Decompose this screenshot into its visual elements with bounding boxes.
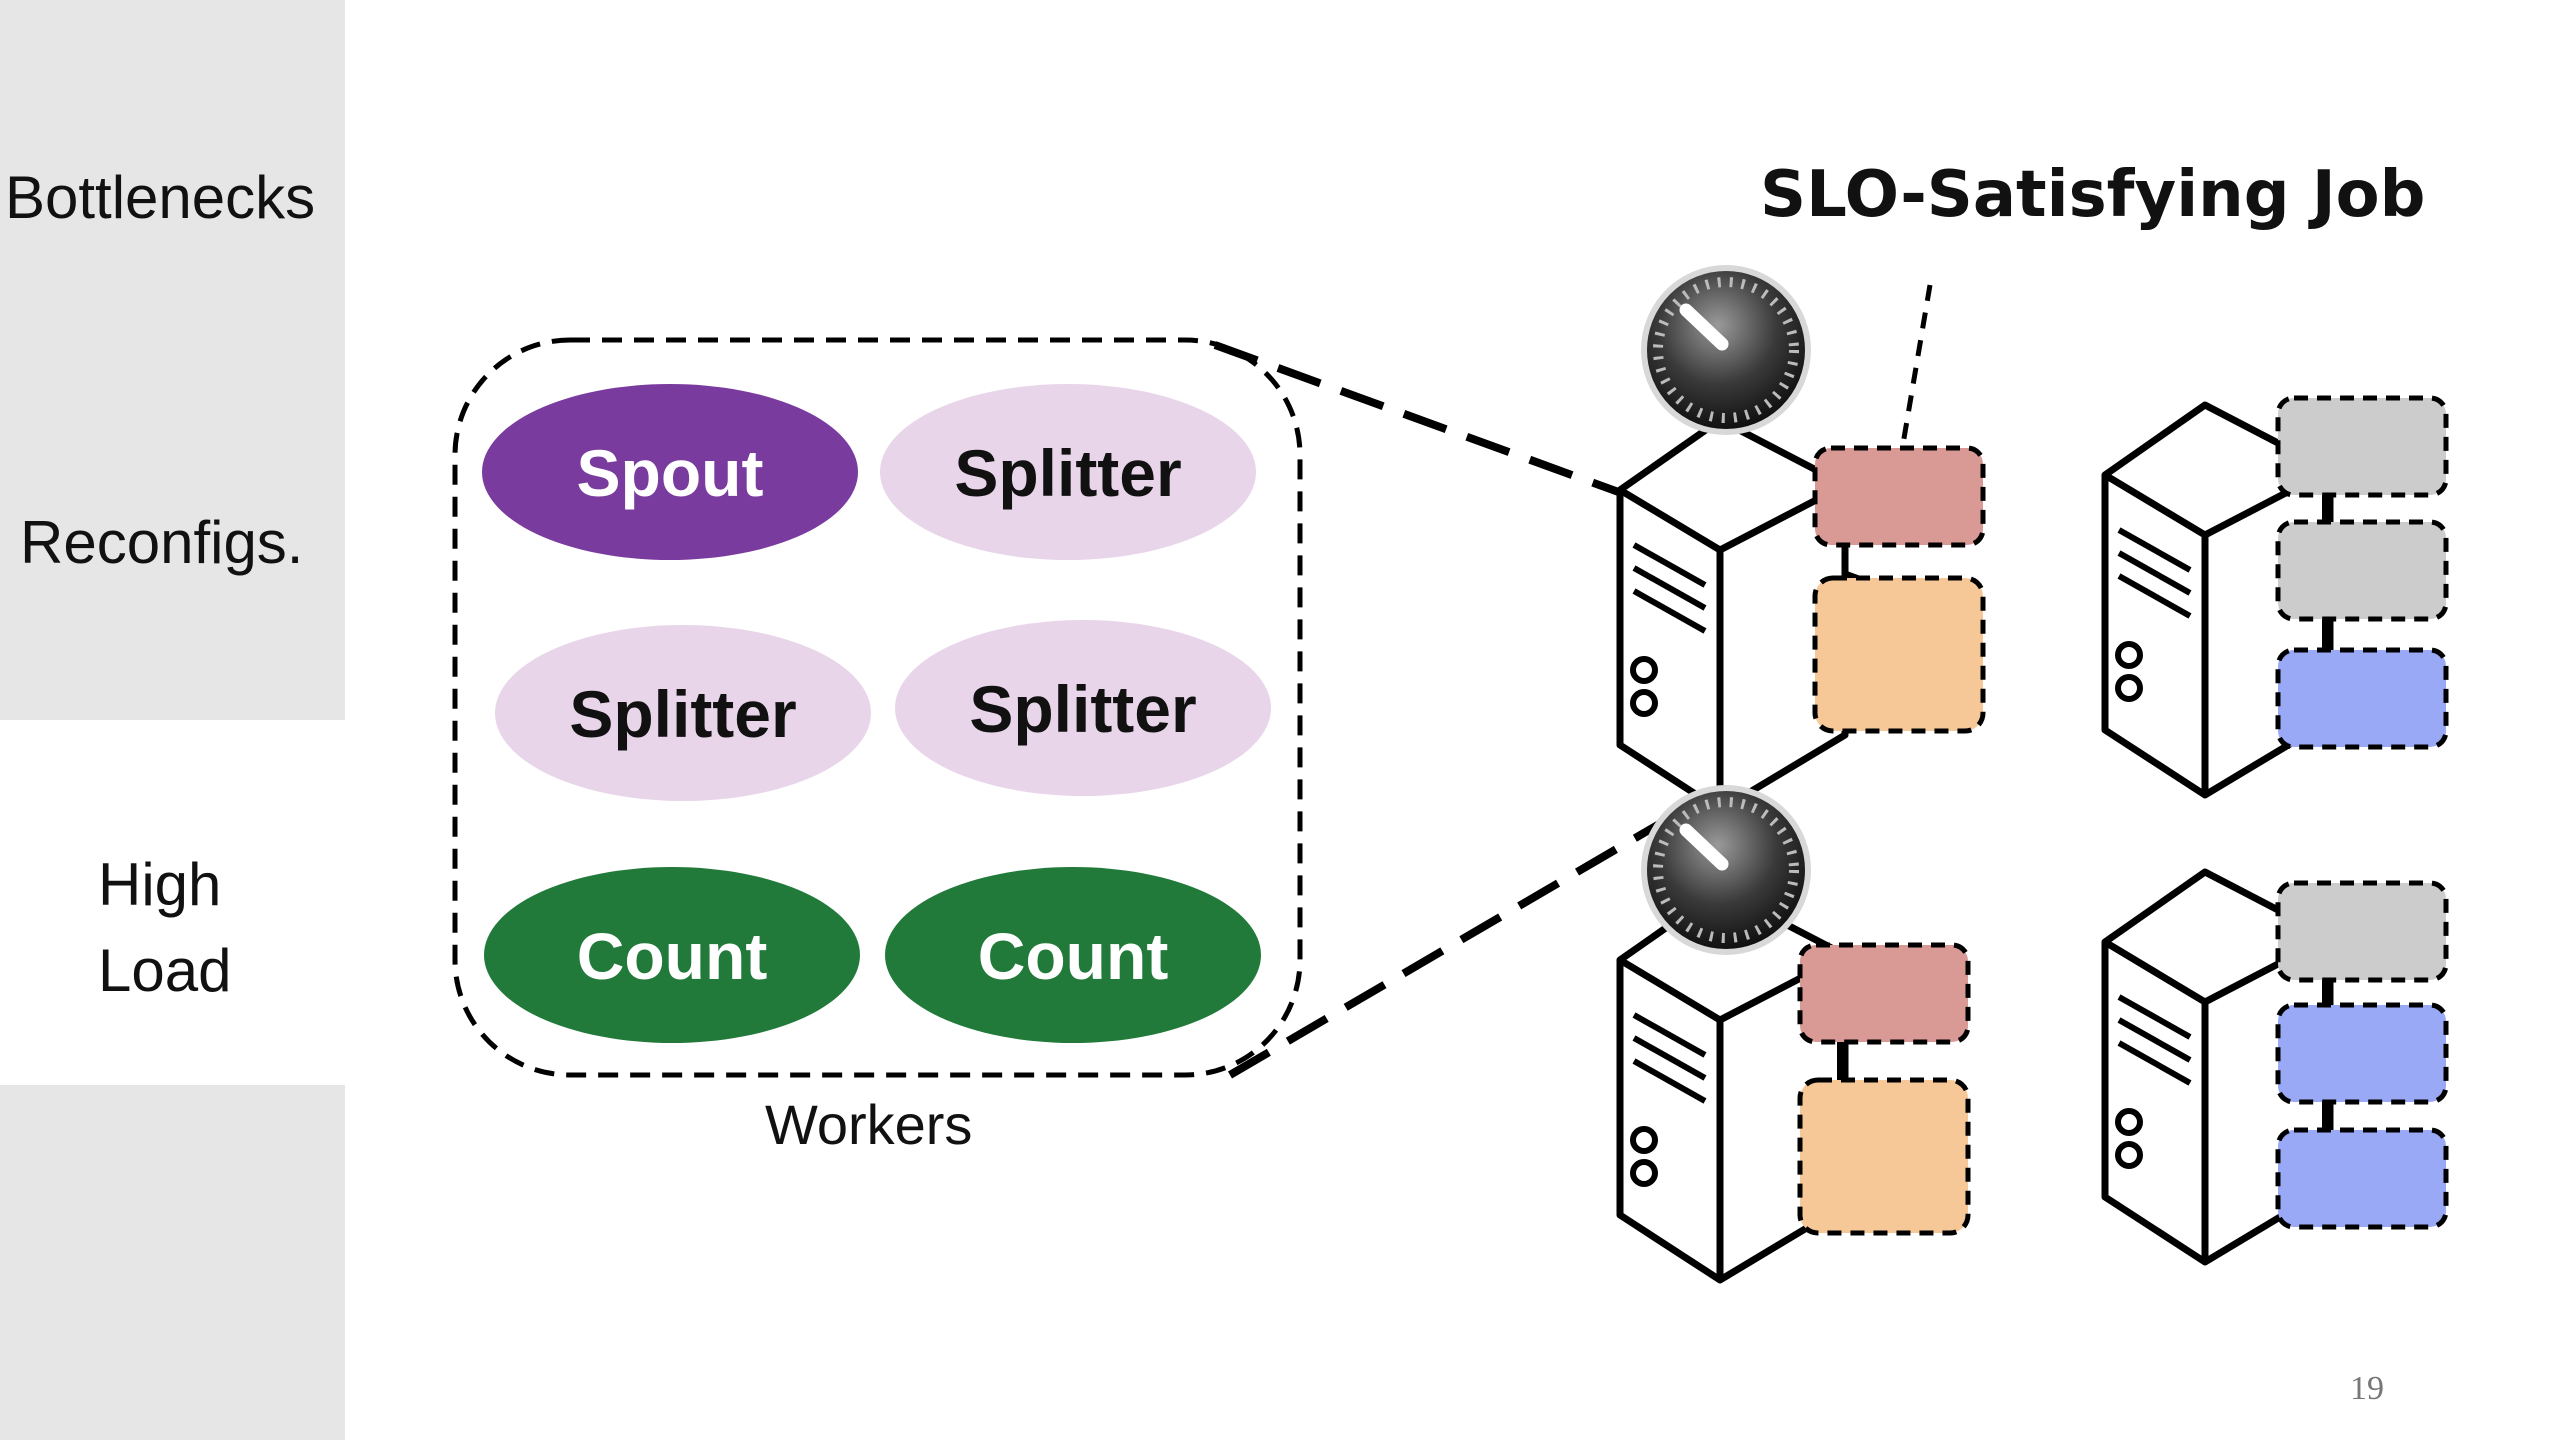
node-spout-shape [482,384,858,560]
container-red [1812,445,1986,548]
node-spout: Spout [482,384,858,560]
sidebar-section-top [0,0,345,720]
node-count-2: Count [885,867,1261,1043]
node-splitter-2-shape [495,625,871,801]
container-grey [2275,395,2449,498]
node-count-2-label: Count [978,919,1169,993]
server-icon [1620,420,1845,810]
node-count-1-shape [484,867,860,1043]
node-splitter-1-label: Splitter [954,436,1181,510]
node-splitter-1: Splitter [880,384,1256,560]
title-pointer-line [1899,284,1933,451]
container-orange [1812,575,1986,734]
diagram-title: SLO-Satisfying Job [1760,158,2426,232]
workers-label: Workers [765,1093,973,1156]
sidebar-item-high-load-line1[interactable]: High [98,851,222,918]
node-count-1-label: Count [577,919,768,993]
page-number: 19 [2350,1370,2384,1407]
sidebar: Bottlenecks Reconfigs. High Load [0,0,345,1440]
container-grey [2275,880,2449,983]
host-bottom-right [2105,872,2449,1262]
workers-container [452,337,1303,1078]
gauge-icon [1644,788,1808,952]
node-splitter-2: Splitter [495,625,871,801]
node-count-2-shape [885,867,1261,1043]
container-grey [2275,519,2449,622]
sidebar-item-reconfigs[interactable]: Reconfigs. [20,509,304,576]
sidebar-item-bottlenecks[interactable]: Bottlenecks [5,164,316,231]
host-bottom-left [1620,788,1971,1280]
container-red [1797,942,1971,1045]
container-blue [2275,1127,2449,1230]
node-splitter-3: Splitter [895,620,1271,796]
sidebar-section-bottom [0,1085,345,1440]
sidebar-item-high-load-line2[interactable]: Load [98,937,232,1004]
node-splitter-1-shape [880,384,1256,560]
container-blue [2275,1002,2449,1105]
sidebar-section-active [0,720,345,1085]
node-splitter-2-label: Splitter [569,677,796,751]
gauge-icon [1644,268,1808,432]
node-spout-label: Spout [577,436,764,510]
node-count-1: Count [484,867,860,1043]
host-top-left [1620,268,1986,810]
container-orange [1797,1077,1971,1236]
node-splitter-3-label: Splitter [969,672,1196,746]
node-splitter-3-shape [895,620,1271,796]
container-blue [2275,647,2449,750]
host-top-right [2105,395,2449,795]
